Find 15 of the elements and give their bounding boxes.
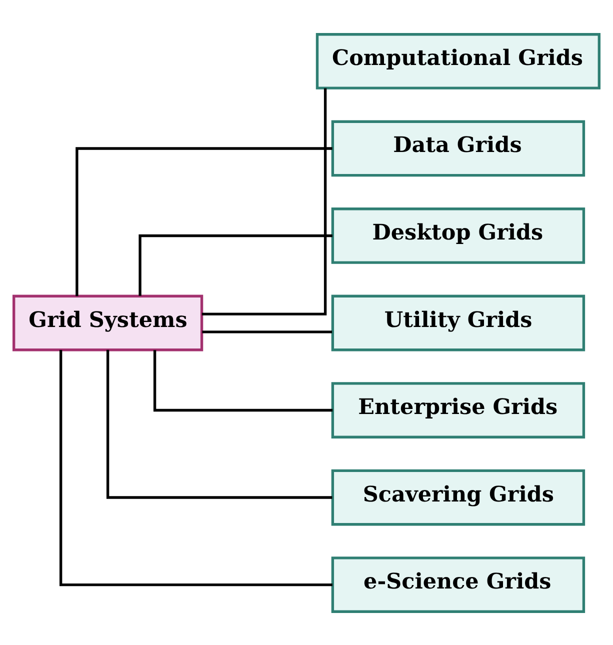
node-box: e-Science Grids — [331, 556, 586, 612]
connector — [153, 350, 333, 412]
node-box: Utility Grids — [331, 294, 586, 351]
connector — [106, 349, 332, 498]
connector — [59, 350, 332, 586]
connector — [76, 146, 332, 296]
node-box: Grid Systems — [12, 294, 204, 351]
connector — [202, 88, 327, 315]
node-box: Scavering Grids — [331, 468, 586, 526]
node-box: Computational Grids — [316, 32, 600, 89]
connector — [202, 330, 332, 333]
node-box: Data Grids — [331, 120, 586, 176]
node-box: Desktop Grids — [331, 207, 586, 264]
connector — [138, 234, 332, 296]
node-box: Enterprise Grids — [331, 382, 586, 438]
